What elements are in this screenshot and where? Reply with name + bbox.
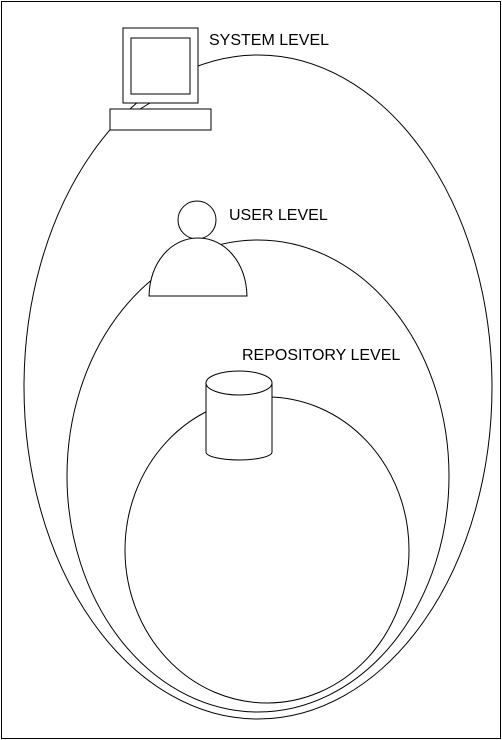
system-level-label: SYSTEM LEVEL	[209, 32, 329, 49]
keyboard-base	[109, 108, 212, 131]
user-level-ellipse	[66, 239, 450, 713]
user-head	[177, 200, 217, 240]
user-icon	[148, 200, 248, 297]
database-body	[205, 382, 273, 461]
user-level-label: USER LEVEL	[229, 207, 328, 224]
monitor-stand	[139, 102, 151, 110]
user-body	[148, 237, 248, 297]
database-top	[205, 370, 273, 396]
system-level-ellipse	[23, 54, 493, 720]
repository-level-label: REPOSITORY LEVEL	[242, 347, 400, 364]
computer-icon	[109, 27, 212, 131]
database-icon	[205, 370, 273, 461]
monitor-screen	[130, 37, 191, 95]
